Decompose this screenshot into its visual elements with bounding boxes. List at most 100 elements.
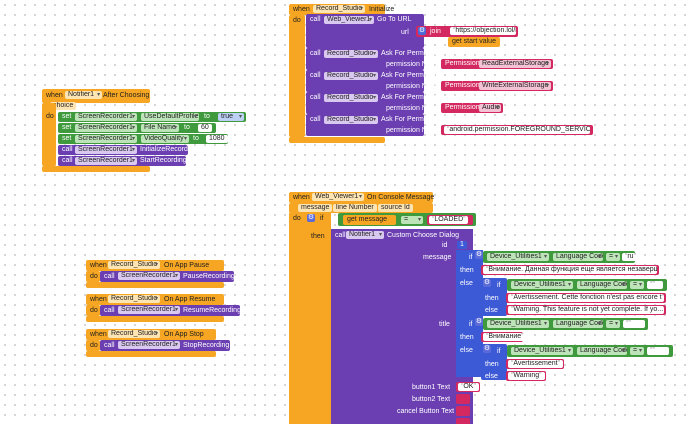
permission-dropdown[interactable]: Audio — [479, 104, 501, 112]
boolean-true[interactable]: true — [218, 113, 244, 121]
call-component-dropdown[interactable]: ScreenRecorder1 — [118, 272, 180, 280]
call-component-dropdown[interactable]: Record_Studio — [324, 94, 378, 102]
device-utilities-dropdown[interactable]: Device_Utilities1 — [511, 347, 573, 355]
component-dropdown[interactable]: Web_Viewer1 — [312, 193, 364, 201]
ru-string[interactable]: ru — [622, 253, 639, 261]
param-source-id[interactable]: source Id — [378, 204, 413, 212]
call-component-dropdown[interactable]: ScreenRecorder1 — [75, 157, 137, 165]
message-fr-string[interactable]: Avertissement. Cette fonction n'est pas … — [508, 294, 664, 302]
permission-name-label: permission Name — [386, 61, 441, 68]
set-property-dropdown[interactable]: File Name — [141, 124, 179, 132]
title-ru-string[interactable]: Внимание — [483, 333, 527, 341]
set-property-dropdown[interactable]: VideoQuality — [141, 135, 189, 143]
set-file-name[interactable] — [58, 123, 216, 133]
permission-dropdown[interactable]: WriteExternalStorage — [479, 82, 551, 90]
call-component-dropdown[interactable]: Record_Studio — [324, 72, 378, 80]
permission-string[interactable]: android.permission.FOREGROUND_SERVICE — [444, 126, 590, 134]
if-block-strip[interactable] — [303, 213, 331, 424]
method-name: PauseRecording — [183, 273, 235, 280]
gear-icon[interactable]: ⚙ — [475, 251, 483, 259]
gear-icon[interactable]: ⚙ — [418, 27, 426, 35]
set-label: set — [62, 135, 72, 142]
message-if-strip[interactable] — [473, 250, 483, 317]
empty-string-block[interactable] — [456, 394, 470, 404]
event-footer — [289, 137, 385, 143]
message-ru-string[interactable]: Внимание. Данная функция еще является не… — [483, 266, 657, 274]
get-start-value-block[interactable] — [448, 37, 500, 47]
event-body-strip — [42, 103, 56, 166]
then-label: then — [460, 334, 474, 341]
when-label: when — [90, 331, 107, 338]
param-message[interactable]: message — [298, 204, 333, 212]
language-string[interactable] — [647, 347, 669, 355]
call-label: call — [310, 94, 321, 101]
component-dropdown[interactable]: Record_Studio — [313, 5, 365, 13]
device-utilities-dropdown[interactable]: Device_Utilities1 — [487, 253, 549, 261]
call-custom-choose-dialog[interactable] — [331, 229, 473, 424]
gear-icon[interactable]: ⚙ — [475, 318, 483, 326]
title-en-string[interactable]: Warning — [508, 372, 545, 380]
device-utilities-dropdown[interactable]: Device_Utilities1 — [511, 281, 573, 289]
empty-string-block[interactable] — [456, 406, 470, 416]
param-choice[interactable]: choice — [50, 102, 77, 110]
gear-icon[interactable]: ⚙ — [483, 279, 491, 287]
param-line-number[interactable]: line Number — [333, 204, 377, 212]
number-1080[interactable]: 1080 — [206, 135, 228, 143]
do-label: do — [90, 307, 98, 314]
set-property-dropdown[interactable]: UseDefaultProfile — [141, 113, 199, 121]
call-component-dropdown[interactable]: Record_Studio — [324, 116, 378, 124]
title-fr-string[interactable]: Avertissement — [508, 360, 563, 368]
set-component-dropdown[interactable]: ScreenRecorder1 — [75, 113, 137, 121]
compare-operator[interactable]: = — [606, 320, 620, 328]
permission-block[interactable] — [441, 103, 503, 113]
gear-icon[interactable]: ⚙ — [307, 214, 315, 222]
set-component-dropdown[interactable]: ScreenRecorder1 — [75, 135, 137, 143]
id-label: id — [442, 242, 448, 249]
id-number[interactable]: 1 — [457, 241, 467, 249]
get-message-block[interactable] — [343, 215, 396, 225]
url-string[interactable]: https://objection.lol/record/ — [450, 27, 516, 35]
call-component-dropdown[interactable]: Web_Viewer1 — [324, 16, 374, 24]
call-component-dropdown[interactable]: ScreenRecorder1 — [118, 341, 180, 349]
method-name: StartRecording — [140, 157, 187, 164]
message-en-string[interactable]: Warning. This feature is not yet complet… — [508, 306, 664, 314]
language-code-dropdown[interactable]: Language Code — [577, 281, 627, 289]
when-label: when — [46, 92, 63, 99]
language-string[interactable] — [647, 281, 663, 289]
language-code-dropdown[interactable]: Language Code — [577, 347, 627, 355]
permission-dropdown[interactable]: ReadExternalStorage — [479, 60, 551, 68]
when-label: when — [90, 296, 107, 303]
button1-text-label: button1 Text — [412, 384, 451, 391]
loaded-string[interactable]: LOADED — [429, 216, 469, 224]
number-60[interactable]: 60 — [198, 124, 212, 132]
compare-operator[interactable]: = — [630, 347, 644, 355]
else-label: else — [460, 280, 473, 287]
component-dropdown[interactable]: Record_Studio — [108, 295, 160, 303]
call-component-dropdown[interactable]: ScreenRecorder1 — [118, 306, 180, 314]
else-label: else — [485, 307, 498, 314]
call-component-dropdown[interactable]: Notifier1 — [346, 231, 384, 239]
empty-string-block[interactable] — [456, 418, 470, 424]
device-utilities-dropdown[interactable]: Device_Utilities1 — [487, 320, 549, 328]
component-dropdown[interactable]: Record_Studio — [108, 261, 160, 269]
language-string[interactable] — [623, 320, 645, 328]
button1-string[interactable]: OK — [458, 383, 479, 391]
title-if-block[interactable] — [456, 317, 483, 377]
method-name: Custom Choose Dialog — [387, 232, 459, 239]
compare-operator[interactable]: = — [401, 216, 423, 224]
message-if-block[interactable] — [456, 250, 473, 317]
component-dropdown[interactable]: Record_Studio — [108, 330, 160, 338]
compare-operator[interactable]: = — [630, 281, 644, 289]
method-name: Ask For Permission — [381, 94, 442, 101]
component-dropdown[interactable]: Notifier1 — [65, 91, 103, 99]
call-label: call — [104, 273, 115, 280]
gear-icon[interactable]: ⚙ — [483, 345, 491, 353]
language-code-dropdown[interactable]: Language Code — [553, 320, 603, 328]
message-label: message — [423, 254, 452, 261]
call-component-dropdown[interactable]: Record_Studio — [324, 50, 378, 58]
compare-operator[interactable]: = — [606, 253, 620, 261]
call-component-dropdown[interactable]: ScreenRecorder1 — [75, 146, 137, 154]
language-code-dropdown[interactable]: Language Code — [553, 253, 603, 261]
set-component-dropdown[interactable]: ScreenRecorder1 — [75, 124, 137, 132]
